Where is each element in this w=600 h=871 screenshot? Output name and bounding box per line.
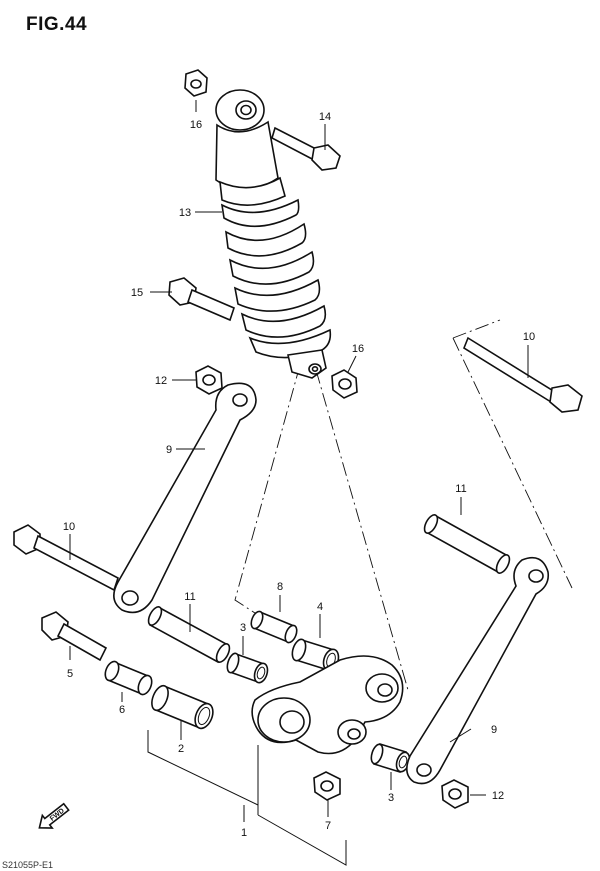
label-3-lower: 3 (388, 792, 394, 804)
label-13: 13 (179, 207, 191, 219)
label-8: 8 (277, 581, 283, 593)
bolt-15 (168, 277, 235, 322)
spacer-11-left (147, 606, 231, 664)
fwd-arrow-icon: FWD (38, 802, 70, 829)
cushion-lever (251, 655, 404, 755)
bushing-6 (104, 660, 153, 696)
label-3-upper: 3 (240, 622, 246, 634)
label-9-right: 9 (491, 724, 497, 736)
label-2: 2 (178, 743, 184, 755)
nut-16-lower (331, 369, 358, 399)
nut-7 (313, 771, 341, 801)
label-15: 15 (131, 287, 143, 299)
label-9-left: 9 (166, 444, 172, 456)
label-5: 5 (67, 668, 73, 680)
label-7: 7 (325, 820, 331, 832)
label-12-lower: 12 (492, 790, 504, 802)
bolt-10-left (13, 524, 119, 592)
part-labels: 16 14 13 15 16 12 9 10 10 11 8 11 4 3 5 … (63, 111, 535, 839)
leader-lines (69, 100, 529, 866)
nut-12-lower (441, 779, 469, 809)
label-16-top: 16 (190, 119, 202, 131)
label-10-right: 10 (523, 331, 535, 343)
label-11-right: 11 (455, 483, 466, 495)
spacer-11-right (423, 514, 511, 574)
bolt-14 (271, 126, 341, 171)
figure-code: S21055P-E1 (2, 860, 54, 870)
label-16-lower: 16 (352, 343, 364, 355)
label-12-upper: 12 (155, 375, 167, 387)
label-4: 4 (317, 601, 323, 613)
spacer-8 (250, 610, 298, 644)
label-6: 6 (119, 704, 125, 716)
label-14: 14 (319, 111, 331, 123)
figure-title: FIG.44 (26, 14, 88, 35)
assembly-guide-lines (234, 319, 573, 691)
rod-9-right (406, 556, 550, 785)
bolt-5 (41, 611, 108, 662)
bushing-3-upper (226, 652, 269, 684)
label-1: 1 (241, 827, 247, 839)
label-11-left: 11 (184, 591, 195, 603)
bushing-4 (291, 638, 340, 672)
label-10-left: 10 (63, 521, 75, 533)
bolt-10-right (463, 336, 583, 413)
bearing-2 (151, 684, 214, 730)
nut-16-top (184, 69, 208, 97)
nut-12-upper (195, 365, 223, 395)
rod-9-left (113, 382, 257, 614)
bushing-3-lower (370, 742, 411, 774)
shock-absorber (215, 89, 332, 379)
